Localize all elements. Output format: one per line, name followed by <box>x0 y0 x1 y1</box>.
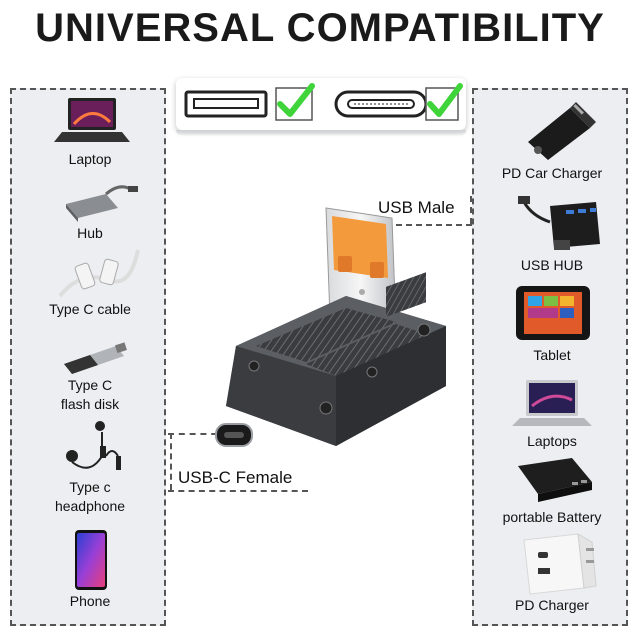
portable-battery-icon <box>518 458 592 502</box>
device-laptops: Laptops <box>480 376 624 451</box>
usb-male-label: USB Male <box>374 198 459 218</box>
device-label: PD Charger <box>515 597 589 613</box>
device-car-charger: PD Car Charger <box>480 94 624 183</box>
device-usb-hub: USB HUB <box>480 196 624 275</box>
laptops-icon <box>512 380 592 426</box>
usb-male-pointer-line <box>366 224 472 226</box>
device-pd-charger: PD Charger <box>480 530 624 615</box>
headphone-icon <box>66 421 121 470</box>
device-label: Laptops <box>527 433 577 449</box>
usb-c-female-pointer-tick <box>170 433 172 490</box>
usb-c-port <box>215 423 253 447</box>
left-device-panel: Laptop Hub Type C cable Type C flash dis… <box>10 88 166 626</box>
device-tablet: Tablet <box>480 282 624 365</box>
usb-male-pointer-tick <box>470 196 472 224</box>
device-flash-disk: Type C flash disk <box>20 334 160 414</box>
device-laptop: Laptop <box>20 94 160 169</box>
flash-disk-icon <box>64 342 127 374</box>
tablet-icon <box>516 286 590 340</box>
usb-a-port-icon <box>184 90 268 118</box>
adapter-body <box>215 272 446 447</box>
port-compatibility-bar <box>176 78 466 136</box>
usb-c-port-icon <box>334 90 428 118</box>
laptop-icon <box>54 98 130 142</box>
device-hub: Hub <box>20 174 160 243</box>
device-label: Tablet <box>533 347 571 363</box>
device-label: PD Car Charger <box>501 165 603 181</box>
device-phone: Phone <box>20 528 160 611</box>
device-label: Type c headphone <box>54 479 126 514</box>
device-type-c-cable: Type C cable <box>20 240 160 319</box>
car-charger-icon <box>528 102 596 160</box>
device-label: portable Battery <box>502 509 602 525</box>
phone-icon <box>75 530 107 590</box>
usb-adapter-image <box>215 207 446 447</box>
check-icon <box>275 83 315 121</box>
type-c-cable-icon <box>58 249 140 298</box>
check-icon <box>425 83 463 121</box>
page-title: UNIVERSAL COMPATIBILITY <box>35 6 605 50</box>
right-device-panel: PD Car Charger USB HUB Tablet <box>472 88 628 626</box>
hub-icon <box>66 185 138 222</box>
usb-c-female-pointer-line <box>168 433 228 435</box>
pd-charger-icon <box>523 533 597 595</box>
device-headphone: Type c headphone <box>20 416 160 516</box>
usb-hub-icon <box>518 196 600 250</box>
device-label: Laptop <box>68 151 112 167</box>
device-label: Phone <box>69 593 111 609</box>
usb-c-female-pointer-line <box>168 490 308 492</box>
device-label: USB HUB <box>520 257 584 273</box>
device-label: Type C flash disk <box>60 377 120 412</box>
usb-c-female-label: USB-C Female <box>174 468 297 488</box>
device-label: Hub <box>77 225 103 241</box>
device-label: Type C cable <box>49 301 131 317</box>
device-portable-battery: portable Battery <box>480 452 624 527</box>
